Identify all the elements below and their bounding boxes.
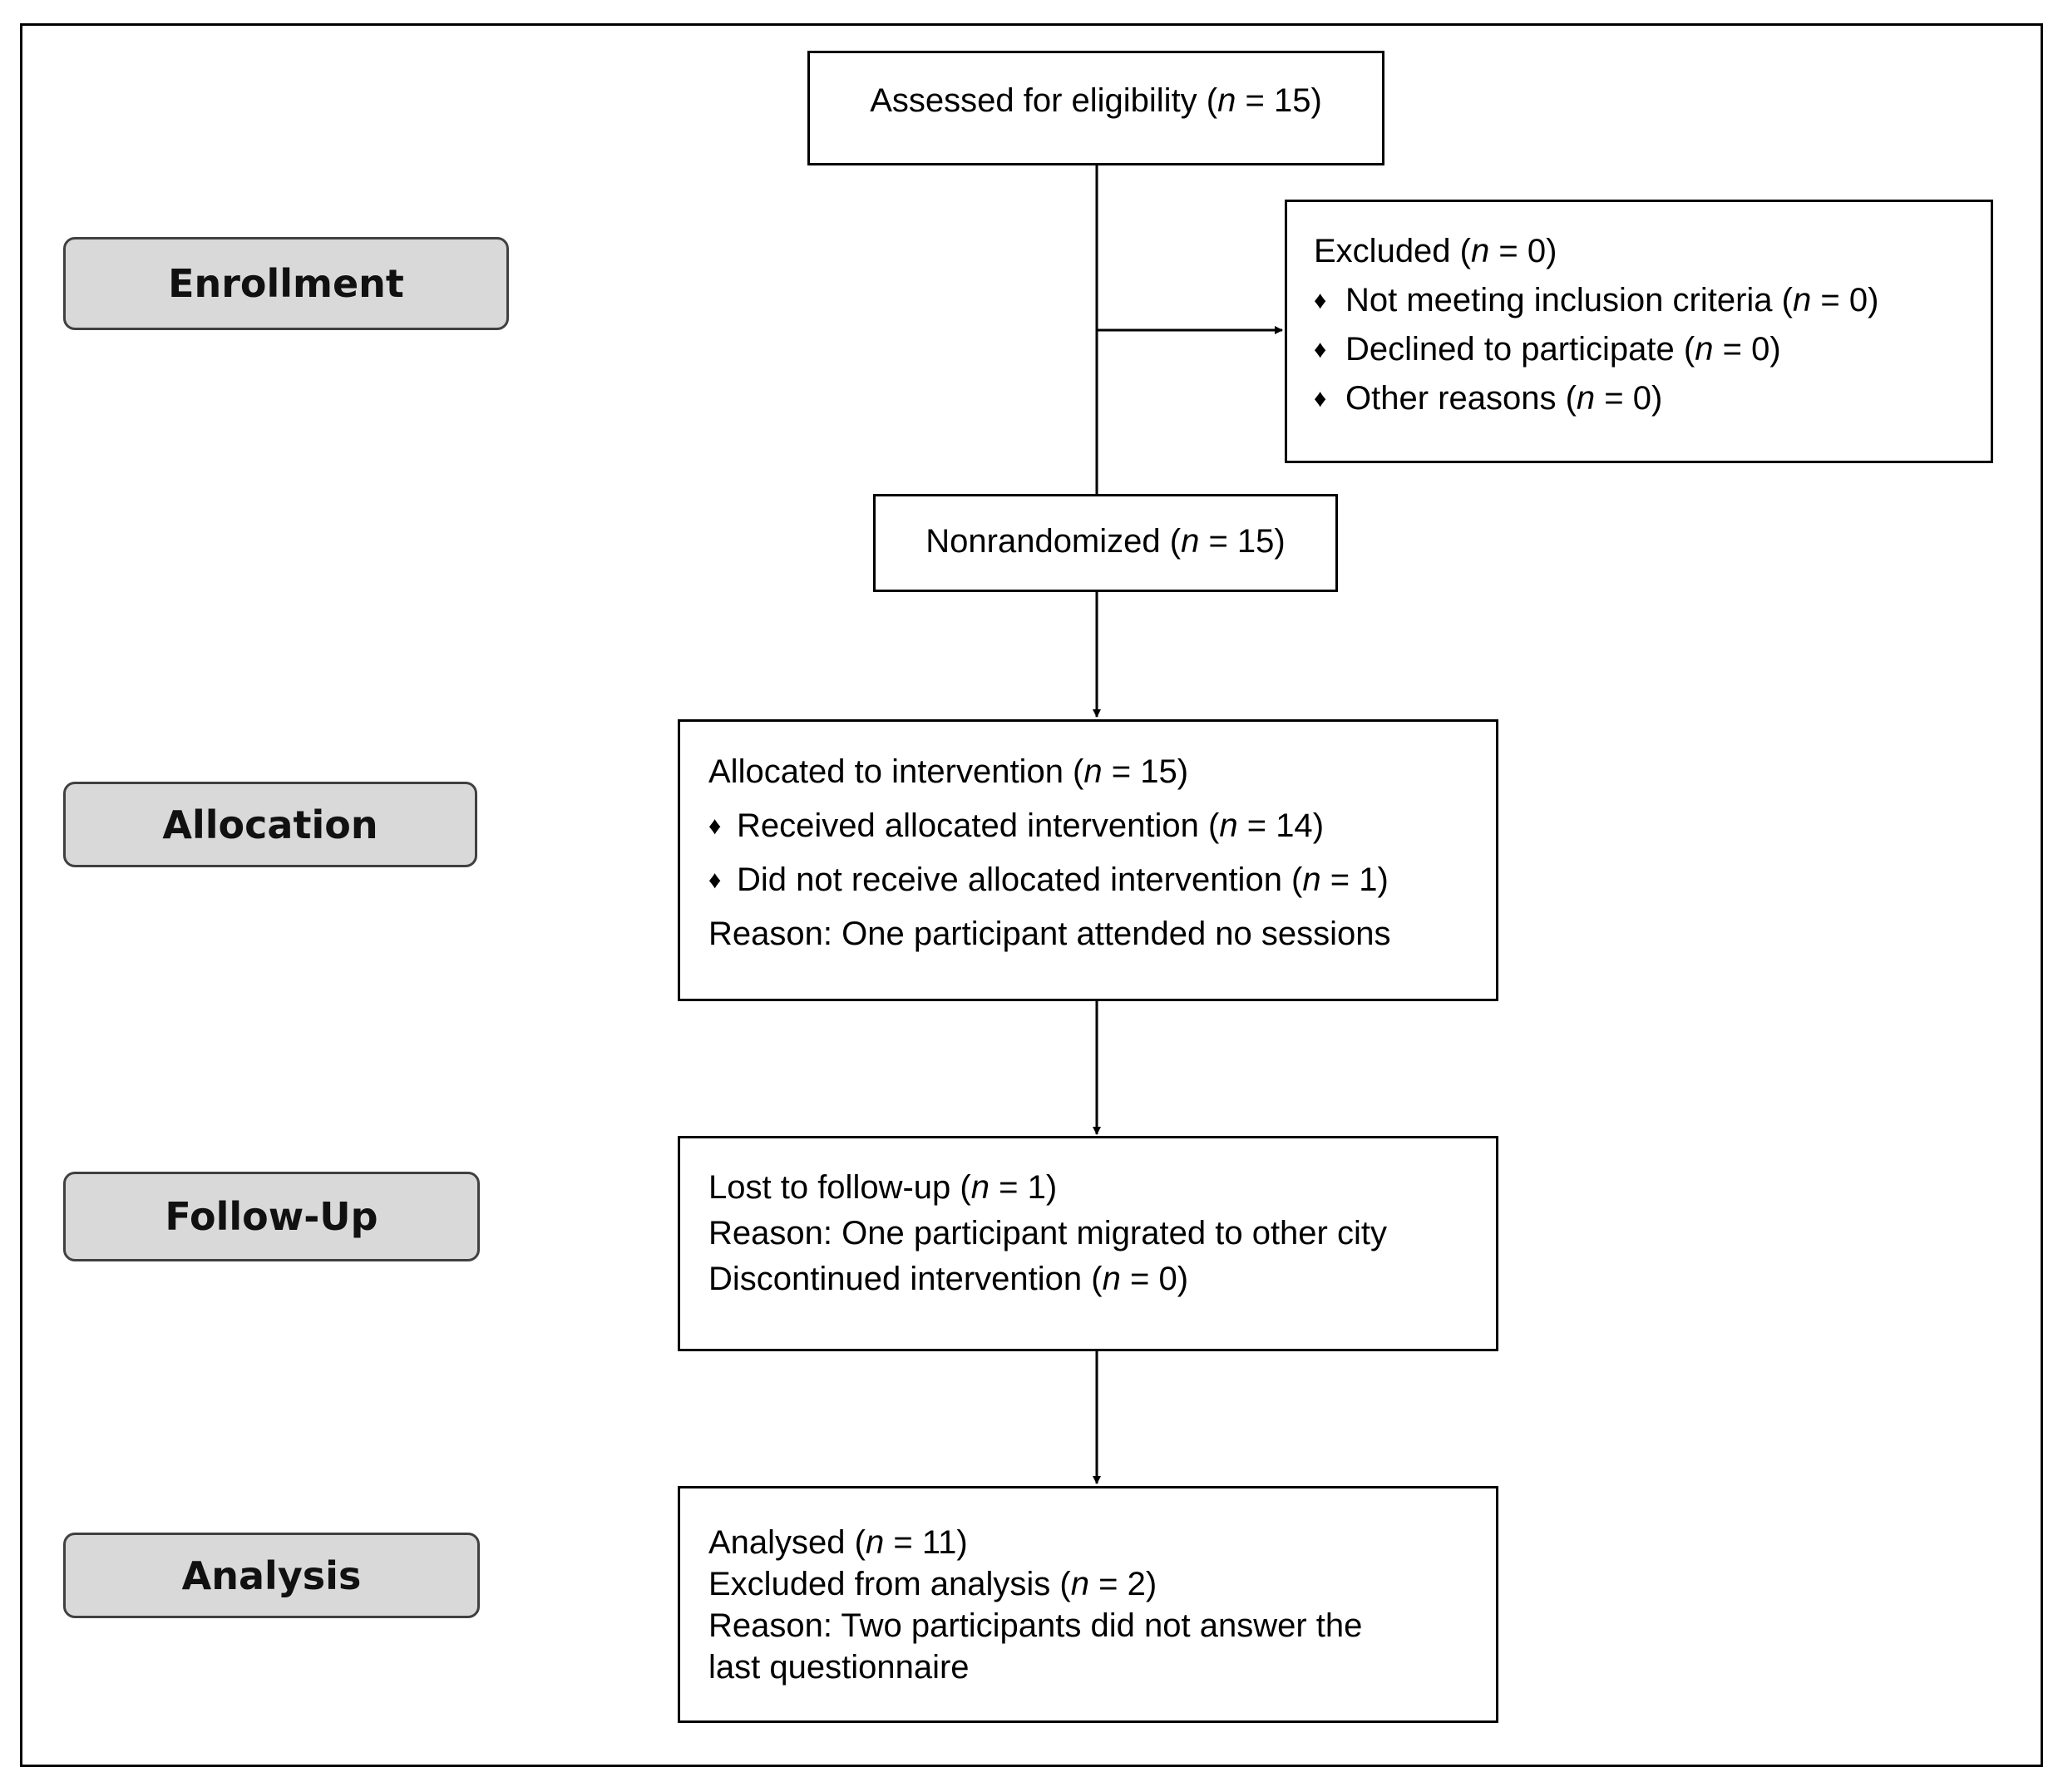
stage-analysis-label: Analysis [181, 1553, 362, 1598]
followup-discontinued: Discontinued intervention (n = 0) [708, 1261, 1189, 1297]
excluded-item-inclusion: ♦Not meeting inclusion criteria (n = 0) [1314, 282, 1879, 318]
analysis-excluded: Excluded from analysis (n = 2) [708, 1566, 1157, 1602]
stage-analysis: Analysis [63, 1533, 480, 1618]
analysis-box: Analysed (n = 11) Excluded from analysis… [678, 1486, 1498, 1723]
assessed-box: Assessed for eligibility (n = 15) [807, 51, 1384, 165]
stage-follow-up: Follow-Up [63, 1172, 480, 1261]
allocation-item-received: ♦Received allocated intervention (n = 14… [708, 807, 1325, 844]
assessed-line: Assessed for eligibility (n = 15) [870, 82, 1322, 119]
followup-reason: Reason: One participant migrated to othe… [708, 1215, 1387, 1251]
followup-box: Lost to follow-up (n = 1) Reason: One pa… [678, 1136, 1498, 1351]
nonrandomized-box: Nonrandomized (n = 15) [873, 494, 1338, 592]
allocation-item-not-received: ♦Did not receive allocated intervention … [708, 861, 1389, 898]
allocation-box: Allocated to intervention (n = 15) ♦Rece… [678, 719, 1498, 1001]
excluded-item-declined: ♦Declined to participate (n = 0) [1314, 331, 1781, 368]
stage-follow-up-label: Follow-Up [165, 1194, 378, 1239]
excluded-item-other: ♦Other reasons (n = 0) [1314, 380, 1663, 417]
stage-enrollment-label: Enrollment [168, 261, 404, 306]
followup-lost: Lost to follow-up (n = 1) [708, 1169, 1058, 1206]
allocation-title: Allocated to intervention (n = 15) [708, 753, 1189, 790]
analysis-reason-line1: Reason: Two participants did not answer … [708, 1607, 1363, 1644]
excluded-title: Excluded (n = 0) [1314, 233, 1557, 269]
nonrandomized-line: Nonrandomized (n = 15) [925, 523, 1286, 560]
stage-enrollment: Enrollment [63, 237, 509, 330]
stage-allocation: Allocation [63, 782, 477, 867]
allocation-reason: Reason: One participant attended no sess… [708, 916, 1391, 952]
stage-allocation-label: Allocation [162, 802, 378, 847]
analysis-analysed: Analysed (n = 11) [708, 1524, 968, 1561]
figure-frame [20, 23, 2043, 1767]
analysis-reason-line2: last questionnaire [708, 1649, 970, 1686]
excluded-box: Excluded (n = 0) ♦Not meeting inclusion … [1285, 200, 1993, 463]
